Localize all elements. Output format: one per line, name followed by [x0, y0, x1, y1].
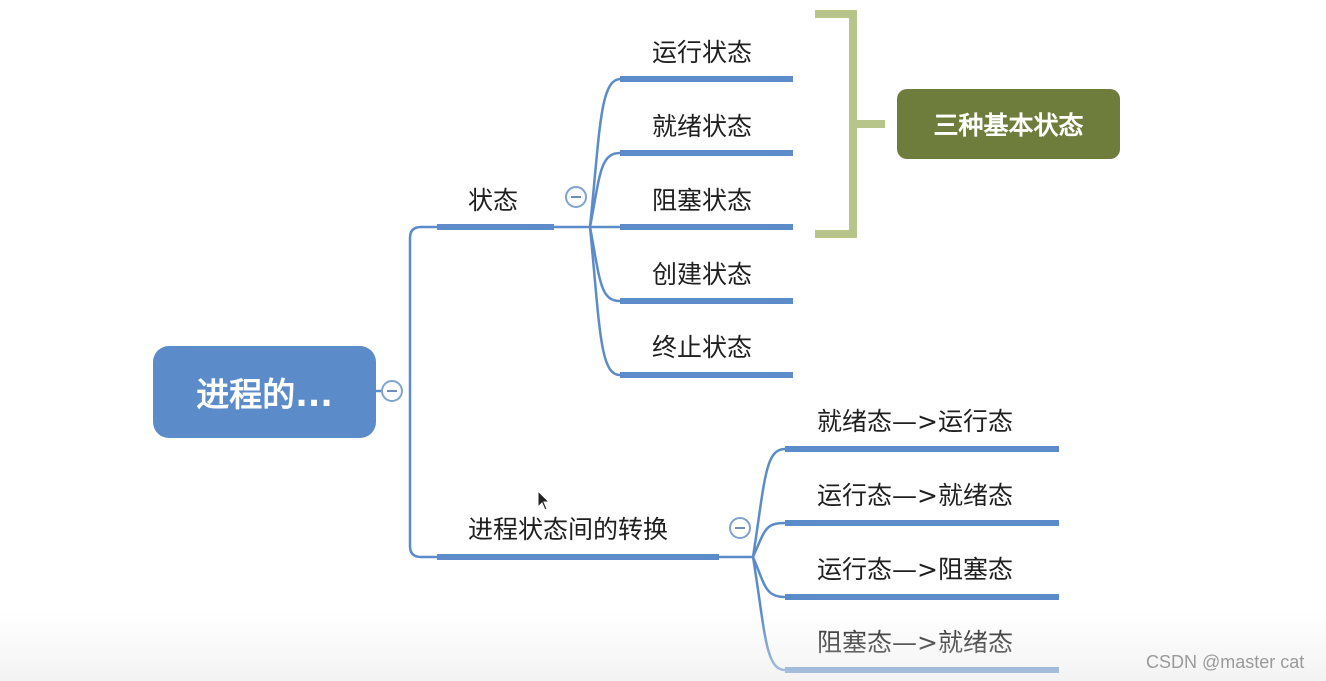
branch-underline-status [437, 224, 554, 230]
status-item-created[interactable]: 创建状态 [652, 260, 753, 289]
connector-status-child-5 [588, 226, 621, 377]
transition-underline-1 [785, 446, 1059, 452]
transition-item-3[interactable]: 运行态—>阻塞态 [817, 555, 1013, 584]
transition-underline-3 [785, 594, 1059, 600]
collapse-transition-button[interactable] [729, 517, 751, 539]
mouse-cursor-icon [537, 489, 551, 511]
branch-label-transition[interactable]: 进程状态间的转换 [468, 515, 669, 544]
connector-status-child-1 [588, 77, 621, 228]
branch-underline-transition [437, 554, 719, 560]
minus-icon [387, 390, 397, 392]
status-underline-1 [620, 76, 793, 82]
minus-icon [735, 527, 745, 529]
status-item-ready[interactable]: 就绪状态 [652, 112, 753, 141]
summary-bracket [815, 10, 885, 238]
connector-root-to-status [408, 225, 437, 391]
transition-underline-4 [785, 667, 1059, 673]
minus-icon [571, 196, 581, 198]
status-item-terminated[interactable]: 终止状态 [652, 333, 753, 362]
connector-status-child-4 [588, 226, 621, 303]
branch-label-status[interactable]: 状态 [468, 186, 519, 215]
connector-transition-child-3 [751, 556, 786, 599]
status-item-blocked[interactable]: 阻塞状态 [652, 186, 753, 215]
root-topic[interactable]: 进程的... [153, 346, 376, 438]
status-underline-4 [620, 298, 793, 304]
connector-status-child-2 [588, 151, 621, 228]
status-underline-2 [620, 150, 793, 156]
connector-root-to-transition [408, 391, 437, 559]
watermark: CSDN @master cat [1146, 652, 1305, 672]
transition-underline-2 [785, 520, 1059, 526]
transition-item-1[interactable]: 就绪态—>运行态 [817, 407, 1013, 436]
status-underline-3 [620, 224, 793, 230]
status-underline-5 [620, 372, 793, 378]
summary-callout-label: 三种基本状态 [933, 111, 1084, 140]
transition-item-2[interactable]: 运行态—>就绪态 [817, 481, 1013, 510]
transition-item-4[interactable]: 阻塞态—>就绪态 [817, 628, 1013, 657]
connector-transition-child-2 [751, 521, 786, 558]
status-item-running[interactable]: 运行状态 [652, 38, 753, 67]
connector-transition-child-1 [751, 447, 786, 558]
collapse-status-button[interactable] [565, 186, 587, 208]
summary-callout[interactable]: 三种基本状态 [897, 89, 1120, 159]
root-topic-label: 进程的... [196, 375, 333, 414]
collapse-root-button[interactable] [381, 380, 403, 402]
connector-transition-child-4 [751, 556, 786, 672]
